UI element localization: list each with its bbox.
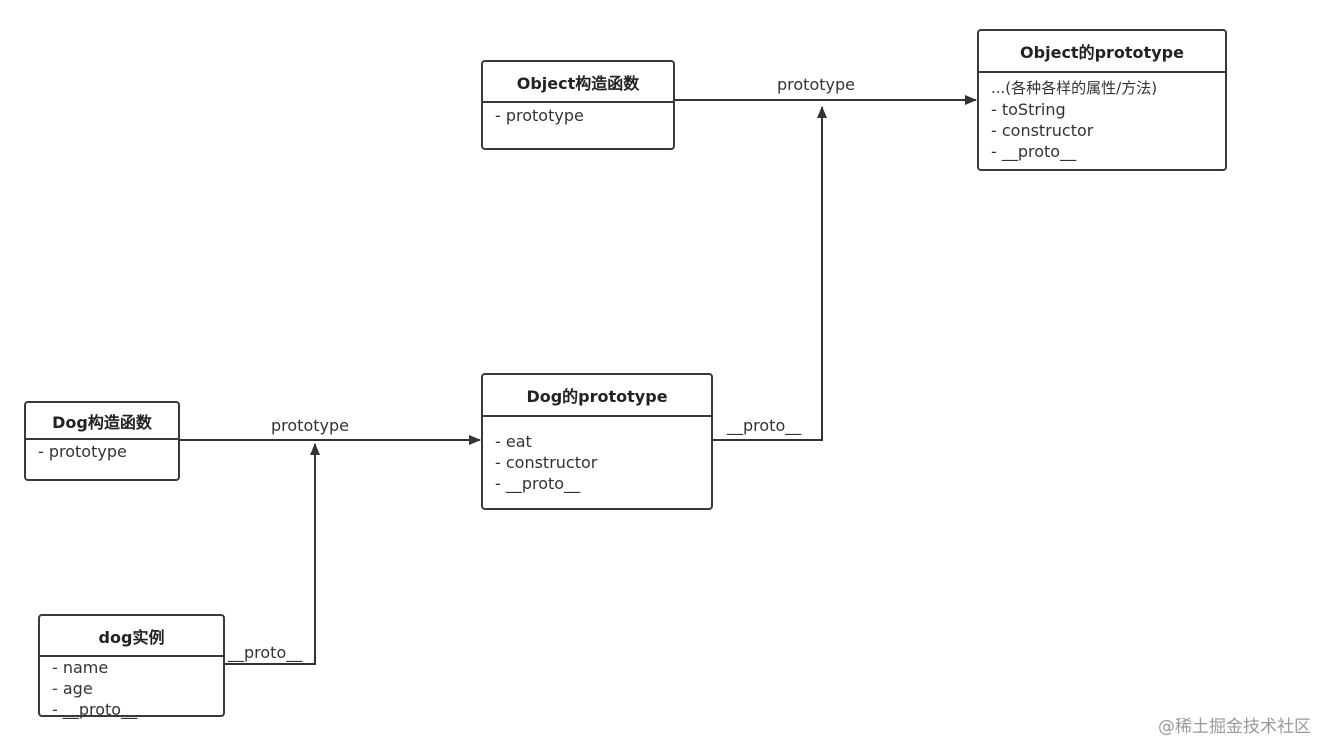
- object-prototype-title: Object的prototype: [979, 31, 1225, 73]
- object-constructor-title: Object构造函数: [483, 62, 673, 103]
- dog-prototype-title: Dog的prototype: [483, 375, 711, 417]
- object-prototype-row: - __proto__: [991, 142, 1077, 161]
- dog-prototype-row: - eat: [495, 432, 532, 451]
- edge-label-dog-prototype: prototype: [271, 416, 349, 435]
- dog-instance-title: dog实例: [40, 616, 223, 657]
- dog-instance-box: dog实例 - name - age - __proto__: [38, 614, 225, 719]
- dog-constructor-box: Dog构造函数 - prototype: [24, 401, 180, 481]
- dog-instance-row: - age: [52, 679, 93, 698]
- dog-constructor-row: - prototype: [38, 442, 127, 461]
- edge-dog-instance-to-dog-proto: [224, 443, 320, 665]
- object-prototype-row: - toString: [991, 100, 1066, 119]
- edge-label-dog-proto-up: __proto__: [727, 416, 802, 435]
- edge-label-object-prototype: prototype: [777, 75, 855, 94]
- edge-dog-proto-to-object-proto: [712, 106, 827, 441]
- object-constructor-box: Object构造函数 - prototype: [481, 60, 675, 150]
- dog-instance-row: - name: [52, 658, 109, 677]
- dog-prototype-row: - constructor: [495, 453, 598, 472]
- object-prototype-row: - constructor: [991, 121, 1094, 140]
- object-constructor-row: - prototype: [495, 106, 584, 125]
- dog-constructor-title: Dog构造函数: [26, 403, 178, 440]
- dog-prototype-box: Dog的prototype - eat - constructor - __pr…: [481, 373, 713, 510]
- object-prototype-box: Object的prototype ...(各种各样的属性/方法) - toStr…: [977, 29, 1227, 171]
- edge-label-instance-proto: __proto__: [228, 643, 303, 662]
- object-prototype-row: ...(各种各样的属性/方法): [991, 79, 1158, 97]
- watermark: @稀土掘金技术社区: [1158, 717, 1311, 737]
- dog-instance-row: - __proto__: [52, 700, 138, 719]
- dog-prototype-row: - __proto__: [495, 474, 581, 493]
